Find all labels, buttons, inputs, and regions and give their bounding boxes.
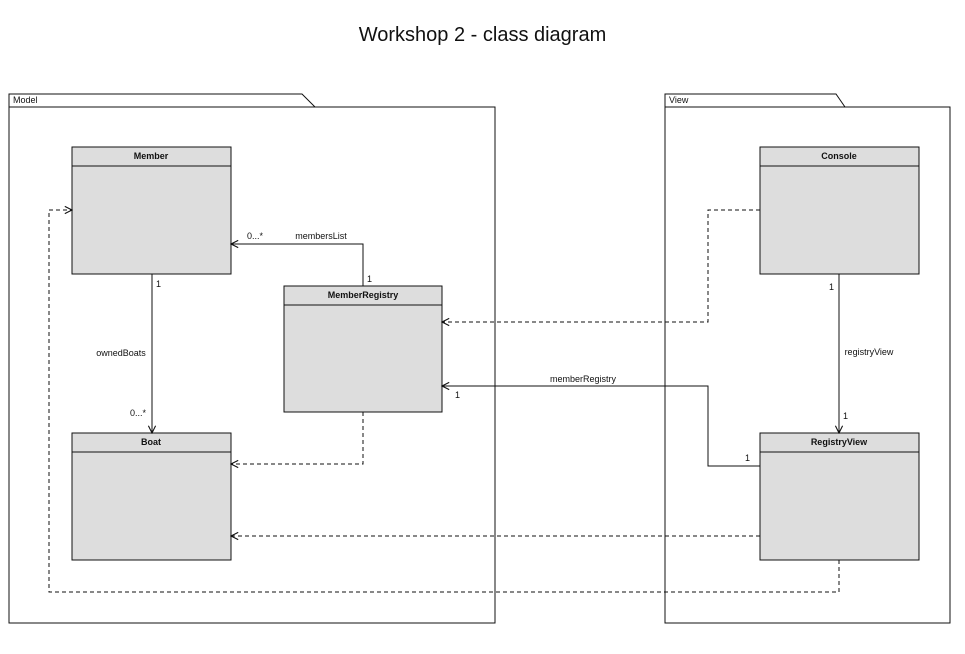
class-console-name: Console <box>821 151 857 161</box>
class-member-name: Member <box>134 151 169 161</box>
class-boat-name: Boat <box>141 437 161 447</box>
members-list-target-multiplicity: 0...* <box>247 231 264 241</box>
association-members-list[interactable]: membersList 0...* 1 <box>231 231 372 286</box>
association-member-registry[interactable]: memberRegistry 1 1 <box>442 374 760 467</box>
registry-view-target-multiplicity: 1 <box>843 411 848 421</box>
members-list-source-multiplicity: 1 <box>367 274 372 284</box>
association-owned-boats-label: ownedBoats <box>96 348 146 358</box>
association-members-list-label: membersList <box>295 231 347 241</box>
class-member[interactable]: Member <box>71 146 232 275</box>
class-registry-view[interactable]: RegistryView <box>759 432 920 561</box>
class-member-registry[interactable]: MemberRegistry <box>283 285 443 413</box>
class-member-registry-name: MemberRegistry <box>328 290 399 300</box>
association-registry-view-label: registryView <box>845 347 894 357</box>
class-boat[interactable]: Boat <box>71 432 232 561</box>
class-registry-view-name: RegistryView <box>811 437 868 447</box>
class-console[interactable]: Console <box>759 146 920 275</box>
dependency-registry-view-member[interactable] <box>48 210 840 593</box>
member-registry-source-multiplicity: 1 <box>745 453 750 463</box>
association-registry-view[interactable]: registryView 1 1 <box>829 274 894 433</box>
dependency-member-registry-boat[interactable] <box>231 412 364 464</box>
package-model-label: Model <box>13 95 38 105</box>
owned-boats-source-multiplicity: 1 <box>156 279 161 289</box>
diagram-title: Workshop 2 - class diagram <box>358 24 607 46</box>
association-member-registry-label: memberRegistry <box>550 374 617 384</box>
registry-view-source-multiplicity: 1 <box>829 282 834 292</box>
package-view-label: View <box>669 95 689 105</box>
dependency-console-member-registry[interactable] <box>442 209 760 322</box>
owned-boats-target-multiplicity: 0...* <box>130 408 147 418</box>
association-owned-boats[interactable]: ownedBoats 1 0...* <box>96 274 161 433</box>
member-registry-target-multiplicity: 1 <box>455 390 460 400</box>
